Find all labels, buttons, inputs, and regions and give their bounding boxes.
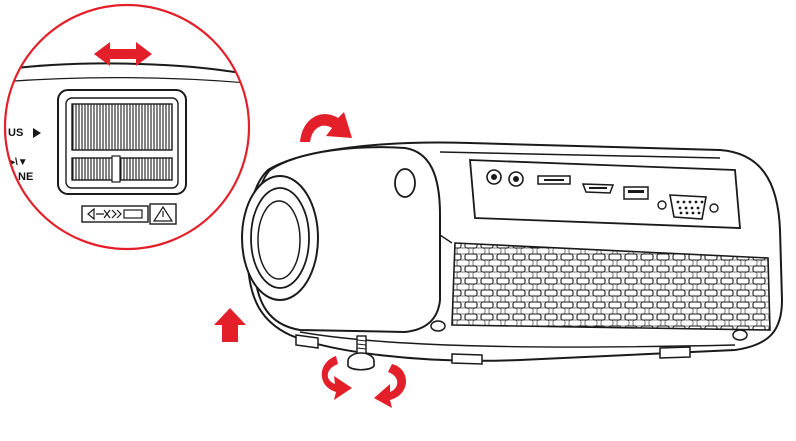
rotate-arrow-left-icon — [321, 356, 352, 400]
vga-port-icon — [669, 194, 707, 220]
lift-up-arrow-icon — [214, 308, 246, 342]
focus-arrow-icon — [33, 128, 41, 138]
slide-double-arrow-icon — [94, 42, 152, 66]
focus-adjust-icon — [81, 205, 149, 223]
focus-label: US — [8, 127, 23, 139]
height-adjust-foot — [347, 335, 375, 371]
foot-mid — [451, 353, 483, 365]
foot-left — [295, 334, 319, 349]
rotate-arrow-top-icon — [300, 112, 352, 142]
focus-wheel[interactable] — [71, 103, 173, 151]
lens-glass — [257, 200, 301, 280]
inset-ring — [3, 3, 251, 251]
keystone-label-bottom: NE — [18, 171, 33, 183]
ir-sensor — [394, 168, 416, 198]
keystone-label-top: ▸\▼ — [9, 157, 28, 168]
keystone-wheel[interactable] — [71, 157, 173, 181]
foot-right — [659, 346, 691, 359]
projector — [241, 141, 784, 371]
rotate-arrow-right-icon — [374, 364, 406, 408]
focus-inset: US ▸\▼ NE — [3, 3, 251, 251]
